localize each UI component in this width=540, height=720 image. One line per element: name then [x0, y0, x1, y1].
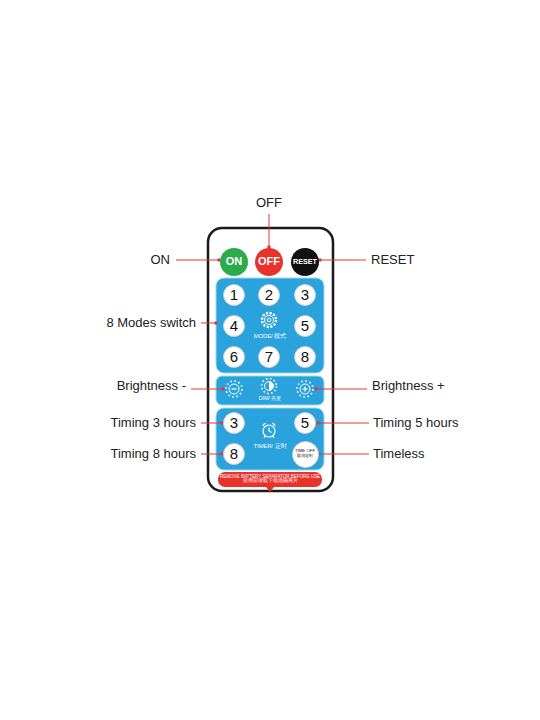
leader-dot: [221, 387, 225, 391]
leader-line: [191, 389, 223, 390]
mode-panel-fill: [216, 278, 324, 373]
callout-label: Timing 8 hours: [111, 446, 197, 462]
mode-button: 1: [223, 284, 245, 306]
leader-lines: [176, 214, 369, 456]
timer-panel-fill: [216, 408, 324, 470]
gear-hub: [267, 318, 271, 322]
mode-button: 4: [223, 315, 245, 337]
button-label: ON: [226, 256, 243, 268]
warning-bar: REMOVE BATTERY SEPARATOR BEFORE USE使用前请取…: [218, 472, 322, 487]
clock-bell: [272, 423, 275, 426]
button-label: 3: [230, 415, 238, 431]
timer-button: 8: [223, 443, 245, 465]
reset-button: RESET: [291, 248, 319, 276]
mode-panel: MODE/ 模式12345678: [216, 278, 324, 373]
button-label: 7: [265, 349, 273, 365]
sun-disc: [229, 384, 239, 394]
clock-icon: [263, 423, 275, 438]
leader-dot: [314, 387, 318, 391]
mode-button: 3: [294, 284, 316, 306]
clock-hands: [269, 428, 272, 433]
mode-button: 2: [258, 284, 280, 306]
mode-button: 7: [258, 346, 280, 368]
sun-rays: [262, 379, 277, 394]
callout-label: Timeless: [373, 446, 425, 462]
sun-rays: [297, 381, 313, 397]
button-label: 3: [301, 287, 309, 303]
on-button: ON: [220, 248, 248, 276]
mode-button: 8: [294, 346, 316, 368]
panel-caption: DIM/ 亮度: [216, 396, 324, 402]
callout-label: RESET: [371, 252, 414, 268]
off-button: OFF: [255, 248, 283, 276]
callout-label: 8 Modes switch: [106, 315, 196, 331]
timer-button: 3: [223, 412, 245, 434]
sun-rays: [226, 381, 242, 397]
button-label: 8: [230, 446, 238, 462]
button-label: 5: [301, 318, 309, 334]
leader-line: [201, 454, 222, 455]
dim-panel: DIM/ 亮度: [216, 376, 324, 405]
warning-bar-fill: [218, 472, 322, 487]
gear-teeth: [262, 313, 276, 327]
sun-plus-icon: [297, 381, 313, 397]
callout-label: ON: [151, 252, 171, 268]
mode-button: 5: [294, 315, 316, 337]
button-label: 8: [301, 349, 309, 365]
leader-line: [320, 260, 366, 261]
leader-line: [318, 454, 369, 455]
warning-text: 使用前请取下电池隔离片: [243, 479, 298, 484]
button-label: TIME OFF 取消定时: [294, 449, 316, 458]
timer-off-button: TIME OFF 取消定时: [292, 441, 319, 468]
clock-bell: [263, 423, 266, 426]
leader-line: [201, 423, 222, 424]
timer-panel: TIMER/ 定时358TIME OFF 取消定时: [216, 408, 324, 470]
dim-panel-fill: [216, 376, 324, 405]
leader-line: [201, 323, 216, 324]
sun-minus-icon: [226, 381, 242, 397]
sun-icon: [262, 379, 277, 394]
gear-ring: [265, 316, 274, 325]
sun-disc: [265, 382, 274, 391]
clock-face: [263, 425, 275, 437]
button-label: 2: [265, 287, 273, 303]
callout-label: Timing 5 hours: [373, 415, 459, 431]
plus-sign: [304, 387, 305, 392]
button-label: 4: [230, 318, 238, 334]
button-label: OFF: [258, 256, 280, 268]
remote-body: [208, 228, 333, 491]
sun-half: [269, 382, 274, 391]
warning-arrow: [266, 487, 274, 492]
button-label: 6: [230, 349, 238, 365]
minus-sign: [232, 388, 237, 389]
clock-leg: [273, 436, 274, 438]
callout-label: Brightness +: [372, 378, 445, 394]
leader-dot: [316, 421, 320, 425]
button-label: 5: [301, 415, 309, 431]
callout-label: OFF: [256, 195, 282, 211]
button-label: RESET: [293, 258, 317, 266]
timer-button: 5: [294, 412, 316, 434]
leader-line: [269, 214, 270, 247]
leader-line: [316, 389, 367, 390]
mode-button: 6: [223, 346, 245, 368]
leader-line: [318, 423, 369, 424]
clock-leg: [264, 436, 265, 438]
callout-label: Timing 3 hours: [111, 415, 197, 431]
leader-dot: [214, 321, 218, 325]
sun-disc: [300, 384, 310, 394]
callout-label: Brightness -: [117, 378, 186, 394]
button-label: 1: [230, 287, 238, 303]
leader-line: [176, 260, 219, 261]
